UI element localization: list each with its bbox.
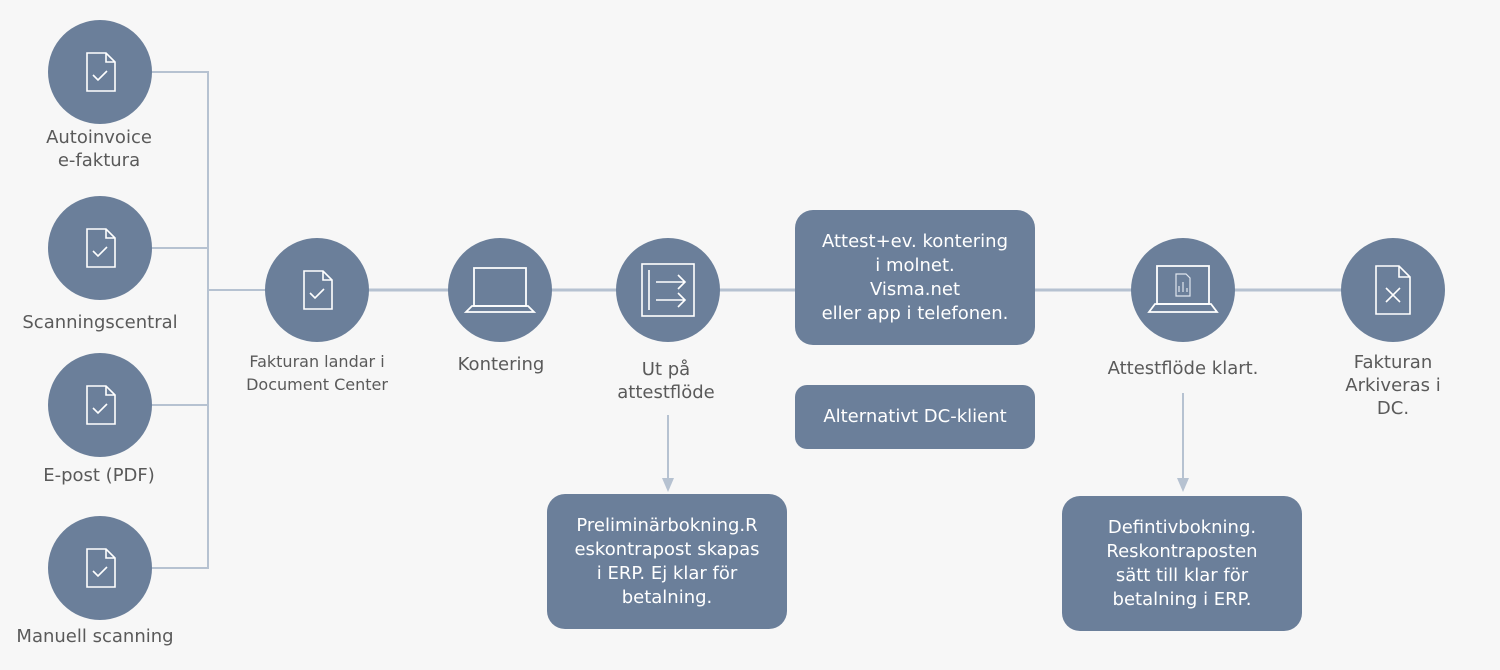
source-node-scanningscentral: [48, 196, 152, 300]
step-node-kontering: [448, 238, 552, 342]
source-label-manuell: Manuell scanning: [16, 626, 174, 647]
step-node-arkiveras: [1341, 238, 1445, 342]
step-node-attestflode: [616, 238, 720, 342]
step-label-arkiveras: Fakturan Arkiveras i DC.: [1345, 352, 1441, 419]
step-label-attestflode: Ut på attestflöde: [617, 359, 715, 403]
laptop-chart-icon: [1147, 265, 1219, 313]
attest-box: Attest+ev. kontering i molnet. Visma.net…: [795, 210, 1035, 345]
source-node-autoinvoice: [48, 20, 152, 124]
document-x-icon: [1375, 265, 1411, 315]
document-check-icon: [86, 385, 116, 425]
preliminar-box: Preliminärbokning.R eskontrapost skapas …: [547, 494, 787, 629]
document-check-icon: [86, 228, 116, 268]
document-check-icon: [303, 270, 333, 310]
step-label-kontering: Kontering: [457, 354, 545, 375]
definitiv-box: Defintivbokning. Reskontraposten sätt ti…: [1062, 496, 1302, 631]
alternativ-box: Alternativt DC-klient: [795, 385, 1035, 449]
document-check-icon: [86, 548, 116, 588]
step-node-attestflode-klart: [1131, 238, 1235, 342]
document-check-icon: [86, 52, 116, 92]
attest-box-text: Attest+ev. kontering i molnet. Visma.net…: [821, 230, 1009, 324]
source-node-epost: [48, 353, 152, 457]
export-arrows-icon: [641, 263, 695, 317]
source-label-scanningscentral: Scanningscentral: [22, 312, 178, 333]
laptop-icon: [463, 267, 537, 313]
source-label-epost: E-post (PDF): [43, 465, 155, 486]
source-node-manuell: [48, 516, 152, 620]
source-connector: [150, 71, 270, 569]
preliminar-box-text: Preliminärbokning.R eskontrapost skapas …: [574, 514, 760, 608]
definitiv-box-text: Defintivbokning. Reskontraposten sätt ti…: [1106, 516, 1258, 610]
alternativ-box-text: Alternativt DC-klient: [823, 406, 1007, 427]
source-label-autoinvoice: Autoinvoice e-faktura: [46, 127, 152, 171]
step-node-document-center: [265, 238, 369, 342]
step-label-attestflode-klart: Attestflöde klart.: [1107, 358, 1259, 379]
step-label-document-center: Fakturan landar i Document Center: [246, 352, 388, 394]
